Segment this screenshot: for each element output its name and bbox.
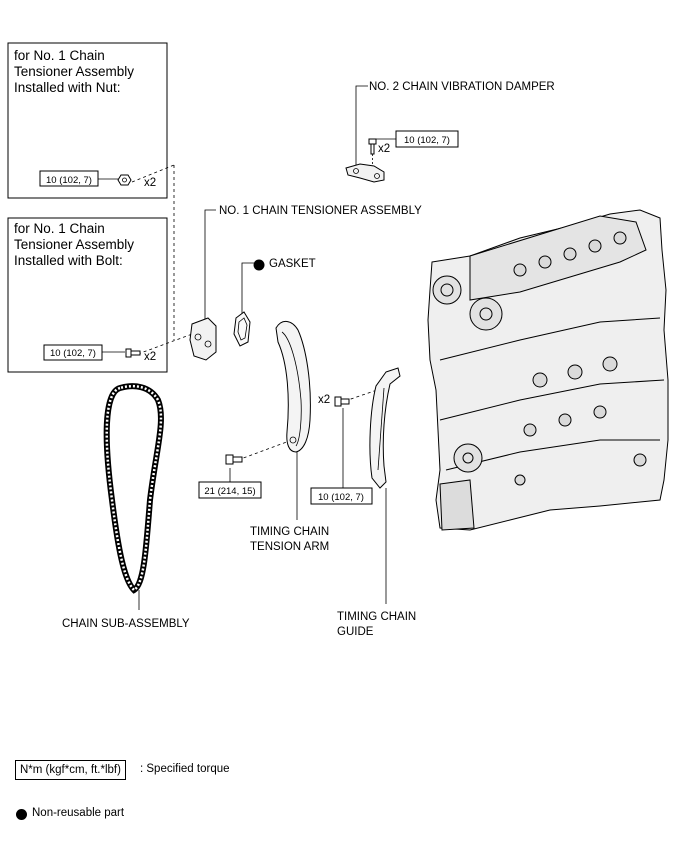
no2-chain-vibration-damper-part xyxy=(345,85,385,183)
bolt-panel-line3: Installed with Bolt: xyxy=(14,253,123,268)
damper-torque-label: 10 (102, 7) xyxy=(404,135,450,146)
guide-torque-label: 10 (102, 7) xyxy=(318,492,364,503)
guide-torque-box xyxy=(310,487,373,505)
tensioner-label: NO. 1 CHAIN TENSIONER ASSEMBLY xyxy=(219,205,422,217)
no1-chain-tensioner-part xyxy=(189,209,217,361)
gasket-label: GASKET xyxy=(269,258,316,270)
arm-bolt-icon xyxy=(225,454,243,482)
nut-panel-text: for No. 1 Chain Tensioner Assembly Insta… xyxy=(14,48,134,96)
nut-torque-label: 10 (102, 7) xyxy=(46,175,92,186)
bolt-qty-label: x2 xyxy=(144,351,156,363)
guide-qty-label: x2 xyxy=(318,394,330,406)
guide-bolt-icon xyxy=(334,396,350,488)
arm-label-line2: TENSION ARM xyxy=(250,541,329,553)
bolt-torque-box xyxy=(43,344,103,361)
gasket-part xyxy=(233,262,255,347)
nut-panel-line1: for No. 1 Chain xyxy=(14,48,105,63)
damper-label: NO. 2 CHAIN VIBRATION DAMPER xyxy=(369,81,555,93)
bolt-panel-text: for No. 1 Chain Tensioner Assembly Insta… xyxy=(14,221,134,269)
timing-chain-guide-part xyxy=(369,367,401,604)
damper-qty-label: x2 xyxy=(378,143,390,155)
nut-icon xyxy=(98,174,132,186)
bolt-panel-box xyxy=(7,217,168,373)
damper-bolt-icon xyxy=(368,138,396,166)
legend-nonreusable-dot xyxy=(16,809,27,820)
chain-sub-assembly-part xyxy=(103,383,164,610)
guide-label-line1: TIMING CHAIN xyxy=(337,611,416,623)
nut-panel-box xyxy=(7,42,168,199)
nut-torque-box xyxy=(39,170,99,187)
legend-torque-text: : Specified torque xyxy=(140,763,230,775)
timing-chain-tension-arm-part xyxy=(275,321,311,520)
nut-panel-line2: Tensioner Assembly xyxy=(14,64,135,79)
gasket-nonreusable-dot xyxy=(253,259,265,271)
engine-block-illustration xyxy=(427,209,669,531)
bolt-torque-label: 10 (102, 7) xyxy=(50,348,96,359)
nut-qty-label: x2 xyxy=(144,177,156,189)
nut-panel-line3: Installed with Nut: xyxy=(14,80,121,95)
bolt-icon xyxy=(102,348,141,358)
arm-label-line1: TIMING CHAIN xyxy=(250,526,329,538)
legend-torque-box: N*m (kgf*cm, ft.*lbf) xyxy=(15,760,126,780)
legend-nonreusable-text: Non-reusable part xyxy=(32,807,125,819)
chain-label: CHAIN SUB-ASSEMBLY xyxy=(62,618,190,630)
bolt-panel-line2: Tensioner Assembly xyxy=(14,237,135,252)
bolt-panel-line1: for No. 1 Chain xyxy=(14,221,105,236)
arm-torque-label: 21 (214, 15) xyxy=(204,486,255,497)
guide-label-line2: GUIDE xyxy=(337,626,374,638)
